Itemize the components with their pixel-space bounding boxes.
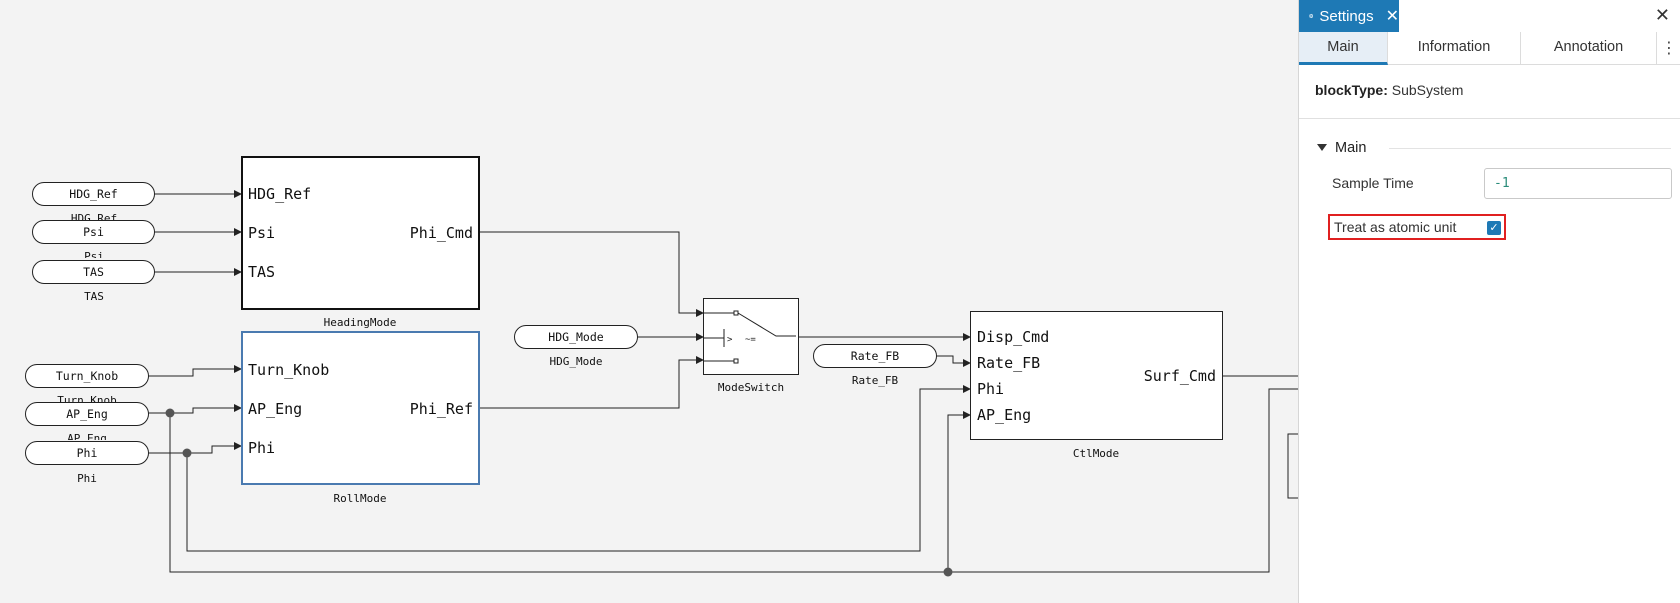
inport-caption: Turn_Knob xyxy=(57,394,117,402)
port-label: Disp_Cmd xyxy=(977,328,1050,346)
port-label: AP_Eng xyxy=(977,406,1032,424)
port-label: AP_Eng xyxy=(248,400,303,418)
inport-caption: HDG_Ref xyxy=(70,212,118,220)
branch-point xyxy=(165,408,175,418)
caret-down-icon xyxy=(1317,144,1327,151)
branch-point xyxy=(182,448,192,458)
inport-rate-fb[interactable]: Rate_FB xyxy=(813,344,937,368)
inport-caption: TAS xyxy=(84,290,104,303)
ctl-mode-block[interactable]: Disp_Cmd Rate_FB Phi AP_Eng Surf_Cmd xyxy=(970,311,1223,440)
block-type-value: SubSystem xyxy=(1391,82,1464,98)
atomic-unit-highlight: Treat as atomic unit ✓ xyxy=(1328,214,1506,240)
tab-annotation[interactable]: Annotation xyxy=(1521,32,1657,65)
inport-tas[interactable]: TAS xyxy=(32,260,155,284)
panel-title: Settings xyxy=(1319,7,1374,25)
inport-caption: Phi xyxy=(77,472,97,485)
block-name: ModeSwitch xyxy=(717,381,785,394)
more-options-icon[interactable]: ⋮ xyxy=(1661,38,1677,57)
gear-icon xyxy=(1309,13,1314,19)
atomic-unit-checkbox[interactable]: ✓ xyxy=(1487,221,1501,235)
section-title: Main xyxy=(1335,140,1367,156)
port-label: Turn_Knob xyxy=(248,361,330,379)
inport-hdg-ref[interactable]: HDG_Ref xyxy=(32,182,155,206)
sample-time-input[interactable] xyxy=(1484,168,1672,199)
switch-criteria-text: ~= xyxy=(745,335,756,345)
settings-tab[interactable]: Settings ✕ xyxy=(1299,0,1399,32)
port-label: Rate_FB xyxy=(977,354,1041,372)
port-label: Phi_Cmd xyxy=(409,224,473,242)
sample-time-label: Sample Time xyxy=(1332,175,1414,191)
inport-caption: HDG_Mode xyxy=(549,355,603,368)
mode-switch-block[interactable]: > ~= xyxy=(703,298,799,375)
inport-turn-knob[interactable]: Turn_Knob xyxy=(25,364,149,388)
block-name: HeadingMode xyxy=(323,316,397,329)
divider xyxy=(1299,118,1680,119)
roll-mode-block[interactable]: Turn_Knob AP_Eng Phi Phi_Ref xyxy=(241,331,480,485)
panel-tabs: Main Information Annotation ⋮ xyxy=(1299,32,1680,65)
port-label: Surf_Cmd xyxy=(1143,367,1216,385)
inport-hdg-mode[interactable]: HDG_Mode xyxy=(514,325,638,349)
switch-criteria-glyph: > xyxy=(727,335,733,345)
inport-caption: Psi xyxy=(84,250,104,258)
atomic-unit-label: Treat as atomic unit xyxy=(1334,219,1457,235)
close-tab-icon[interactable]: ✕ xyxy=(1385,8,1399,25)
block-type-key: blockType: xyxy=(1315,82,1388,98)
port-label: Phi xyxy=(977,380,1005,398)
inport-psi[interactable]: Psi xyxy=(32,220,155,244)
port-label: Phi_Ref xyxy=(409,400,473,418)
switch-icon: > ~= xyxy=(704,310,796,364)
diagram-canvas[interactable]: HDG_Ref HDG_Ref Psi Psi TAS TAS Turn_Kno… xyxy=(0,0,1298,603)
port-label: TAS xyxy=(248,263,276,281)
tab-main[interactable]: Main xyxy=(1299,32,1388,65)
inport-caption: AP_Eng xyxy=(67,432,107,440)
divider xyxy=(1389,148,1671,149)
block-name: RollMode xyxy=(333,492,387,505)
block-type: blockType: SubSystem xyxy=(1315,82,1463,98)
port-label: HDG_Ref xyxy=(248,185,312,203)
tab-information[interactable]: Information xyxy=(1388,32,1521,65)
signal-lines xyxy=(148,190,1298,577)
section-main-header[interactable]: Main xyxy=(1317,140,1366,156)
inport-caption: Rate_FB xyxy=(851,374,899,387)
branch-point xyxy=(943,567,953,577)
close-panel-icon[interactable]: ✕ xyxy=(1654,5,1670,26)
settings-panel: Settings ✕ ✕ Main Information Annotation… xyxy=(1298,0,1680,603)
port-label: Psi xyxy=(248,224,276,242)
port-label: Phi xyxy=(248,439,276,457)
inport-phi[interactable]: Phi xyxy=(25,441,149,465)
block-name: CtlMode xyxy=(1072,447,1120,460)
heading-mode-block[interactable]: HDG_Ref Psi TAS Phi_Cmd xyxy=(241,156,480,310)
inport-ap-eng[interactable]: AP_Eng xyxy=(25,402,149,426)
